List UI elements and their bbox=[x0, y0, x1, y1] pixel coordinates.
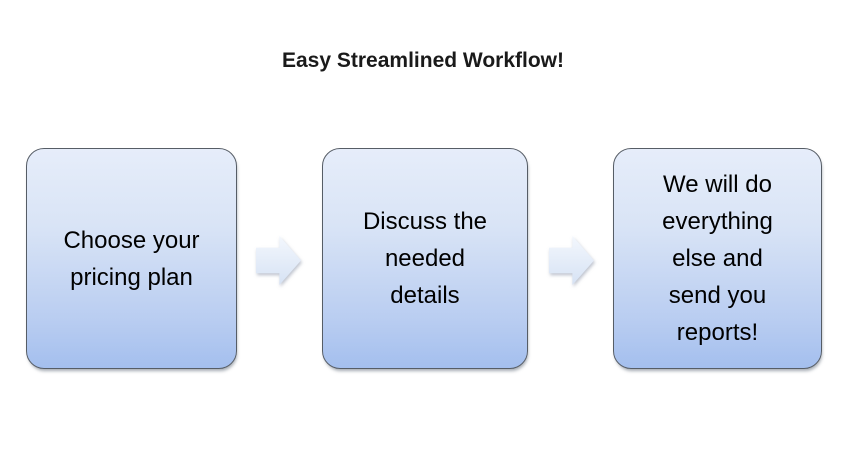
step-3-line-5: reports! bbox=[676, 319, 759, 346]
step-3-line-1: We will do bbox=[663, 171, 772, 198]
step-box-choose-pricing-plan: Choose your pricing plan bbox=[26, 148, 237, 369]
step-box-discuss-details: Discuss the needed details bbox=[322, 148, 528, 369]
step-box-we-do-everything: We will do everything else and send you … bbox=[613, 148, 822, 369]
step-3-text: We will do everything else and send you … bbox=[662, 166, 773, 351]
step-3-line-2: everything bbox=[662, 208, 773, 235]
step-2-line-3: details bbox=[390, 282, 460, 309]
step-1-text: Choose your pricing plan bbox=[63, 222, 199, 296]
diagram-title: Easy Streamlined Workflow! bbox=[281, 49, 565, 72]
step-2-line-2: needed bbox=[384, 245, 466, 272]
right-arrow-icon bbox=[549, 236, 594, 285]
right-arrow-shape bbox=[549, 236, 594, 285]
step-1-line-2: pricing plan bbox=[70, 263, 193, 291]
step-3-line-3: else and bbox=[672, 245, 763, 272]
step-1-line-1: Choose your bbox=[63, 226, 200, 254]
step-2-text: Discuss the needed details bbox=[363, 203, 487, 314]
step-3-line-4: send you bbox=[668, 282, 767, 309]
step-2-line-1: Discuss the bbox=[362, 208, 488, 235]
right-arrow-icon bbox=[256, 236, 301, 285]
right-arrow-shape bbox=[256, 236, 301, 285]
